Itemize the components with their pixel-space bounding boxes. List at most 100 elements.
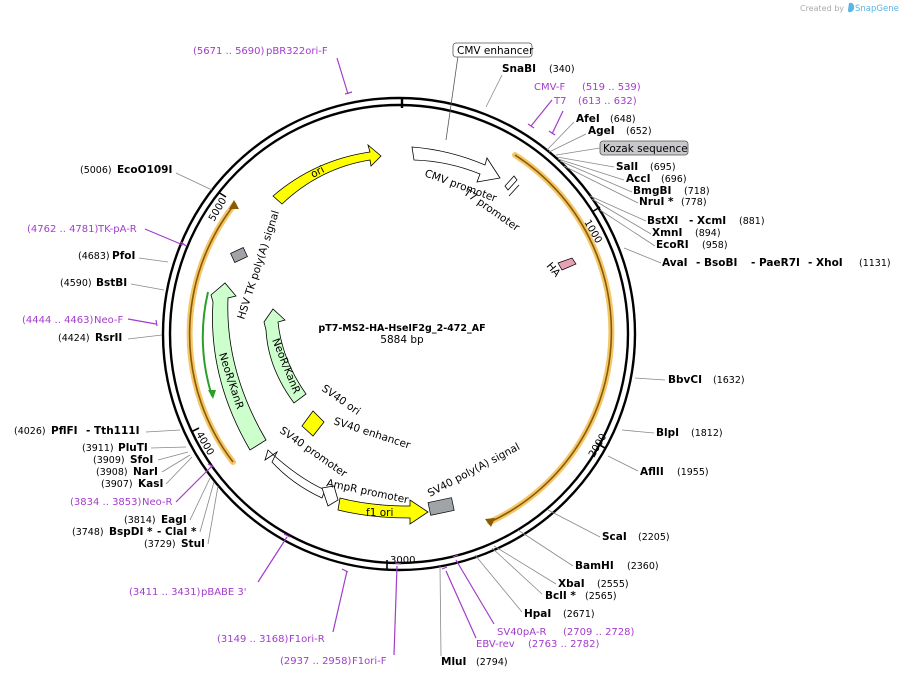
snapgene-logo: SnapGene [848,2,899,14]
site-nrui[interactable]: NruI * [639,196,674,208]
primer-cmvf[interactable]: CMV-F [534,82,565,93]
primer-f1orir[interactable]: F1ori-R [289,634,325,645]
site-agei[interactable]: AgeI [588,125,615,137]
site-stui-pos: (3729) [144,539,176,550]
site-bmgbi[interactable]: BmgBI [633,185,671,197]
site-tth111i[interactable]: - Tth111I [86,425,140,437]
site-paer7i[interactable]: - PaeR7I [751,257,800,269]
site-bsobi[interactable]: - BsoBI [696,257,737,269]
snapgene-logo-icon [848,2,855,13]
site-bamhi[interactable]: BamHI [575,560,614,572]
sv40-polya-feature[interactable] [427,497,455,516]
site-avai[interactable]: AvaI [662,257,688,269]
sv40-polya-label: SV40 poly(A) signal [426,441,522,500]
primer-f1orif[interactable]: F1ori-F [352,656,387,667]
primer-sv40par-pos: (2709 .. 2728) [563,627,635,638]
site-xmni[interactable]: XmnI [652,227,682,239]
site-sali[interactable]: SalI [616,161,638,173]
sv40-ori-feature[interactable] [301,410,325,437]
primer-pbabe[interactable]: pBABE 3' [201,587,247,598]
cmv-enhancer-box[interactable] [452,42,533,58]
tick-4000 [190,427,200,433]
ampr-promoter-label: AmpR promoter [325,477,410,506]
neor-outer-feature[interactable] [210,282,267,451]
ampr-promoter-feature[interactable] [321,485,339,507]
cmv-promoter-feature[interactable] [411,146,501,183]
site-snabi[interactable]: SnaBI [502,63,536,75]
sv40-ori-label: SV40 ori [319,383,362,418]
site-afei[interactable]: AfeI [576,113,600,125]
site-blpi[interactable]: BlpI [656,427,679,439]
primer-neor-pos: (3834 .. 3853) [70,497,142,508]
site-mlui[interactable]: MluI [441,656,466,668]
site-pluti[interactable]: PluTI [118,442,148,454]
site-xhoi[interactable]: - XhoI [808,257,843,269]
hsv-polya-feature[interactable] [230,247,248,263]
main-orf-arrowhead [485,518,495,527]
ori-feature[interactable] [272,143,382,205]
site-ecori[interactable]: EcoRI [656,239,689,251]
site-bbvci[interactable]: BbvCI [668,374,702,386]
site-xbai-pos: (2555) [597,579,629,590]
site-stui[interactable]: StuI [181,538,205,550]
site-hpai[interactable]: HpaI [524,608,551,620]
site-bstbi-pos: (4590) [60,278,92,289]
site-pflfi-pos: (4026) [14,426,46,437]
primer-sv40par[interactable]: SV40pA-R [497,627,546,638]
primer-cmvf-pos: (519 .. 539) [582,82,641,93]
site-nari[interactable]: NarI [133,466,158,478]
site-bstxi[interactable]: BstXI [647,215,678,227]
primer-t7[interactable]: T7 [553,96,566,107]
site-xbai[interactable]: XbaI [558,578,585,590]
primer-pbr322-pos: (5671 .. 5690) [193,46,265,57]
plasmid-name: pT7-MS2-HA-HseIF2g_2-472_AF [318,323,485,334]
primer-neof[interactable]: Neo-F [94,315,124,326]
primer-pbr322[interactable]: pBR322ori-F [266,46,328,57]
site-scai[interactable]: ScaI [602,531,627,543]
site-kasi-pos: (3907) [101,479,133,490]
t7-promoter-feature[interactable] [504,175,518,191]
site-aflii[interactable]: AflII [640,466,664,478]
primer-pbabe-pos: (3411 .. 3431) [129,587,201,598]
neor-inner-feature[interactable] [263,308,307,404]
site-pfoi[interactable]: PfoI [112,250,135,262]
f1ori-label: f1 ori [366,507,393,519]
site-kasi[interactable]: KasI [138,478,163,490]
f1ori-feature[interactable] [337,497,429,525]
site-nrui-pos: (778) [681,197,707,208]
site-pluti-pos: (3911) [82,443,114,454]
cmv-enhancer-leader [445,55,459,141]
left-orf-line [188,204,235,463]
created-by-text: Created by [800,4,844,13]
primer-neor[interactable]: Neo-R [142,497,173,508]
site-agei-pos: (652) [626,126,652,137]
site-bstbi[interactable]: BstBI [96,277,127,289]
primer-neof-pos: (4444 .. 4463) [22,315,94,326]
site-aflii-pos: (1955) [677,467,709,478]
site-pflfi[interactable]: PflFI [51,425,78,437]
site-xcmi[interactable]: - XcmI [689,215,726,227]
site-afei-pos: (648) [610,114,636,125]
site-clai[interactable]: - ClaI * [157,526,197,538]
site-acci[interactable]: AccI [626,173,650,185]
tick-2000 [595,442,606,449]
left-site-leaders [127,172,219,545]
site-mlui-pos: (2794) [476,657,508,668]
site-eagi[interactable]: EagI [161,514,187,526]
site-pfoi-pos: (4683) [78,251,110,262]
tick-5000 [217,191,227,198]
site-rsrii[interactable]: RsrII [95,332,122,344]
site-ecoo109i[interactable]: EcoO109I [117,164,172,176]
site-ecoo109i-pos: (5006) [80,165,112,176]
primer-ebv-pos: (2763 .. 2782) [528,639,600,650]
site-bspdi[interactable]: BspDI * [109,526,153,538]
site-sfoi[interactable]: SfoI [130,454,153,466]
primer-tkpar[interactable]: TK-pA-R [97,224,137,235]
site-bcli[interactable]: BclI * [545,590,576,602]
primer-leaders [127,57,564,656]
ha-feature[interactable] [557,257,577,271]
site-bstxi-pos: (881) [739,216,765,227]
green-orf-line [201,291,213,397]
primer-ebv[interactable]: EBV-rev [476,639,515,650]
